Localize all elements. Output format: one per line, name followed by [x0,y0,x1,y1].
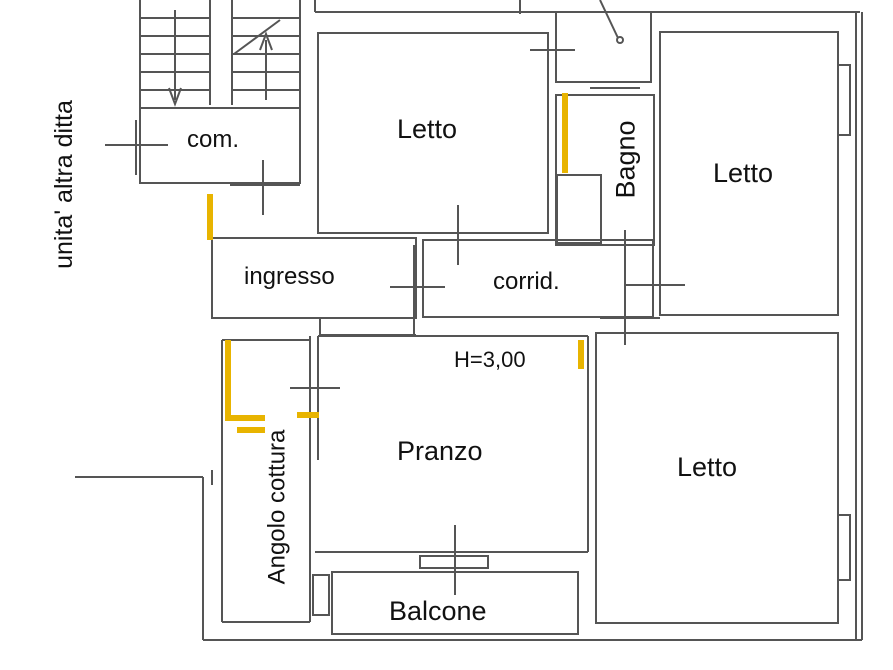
bedroom-right-bottom [595,332,839,624]
dining-label: Pranzo [397,436,483,466]
bathroom-label: Bagno [610,120,641,199]
external-unit-label: unita' altra ditta [49,100,78,269]
kitchen-label: Angolo cottura [263,429,291,585]
corridor [422,239,654,318]
highlight-marks [207,93,584,433]
staircase [139,0,301,110]
balcony [331,571,579,635]
bedroom-top-label: Letto [397,114,458,144]
bedroom-top [317,32,549,234]
entrance-label: ingresso [244,263,335,290]
bedroom-right-top [659,31,839,316]
entrance-room [211,237,417,319]
bedroom-right-bottom-label: Letto [677,452,738,482]
walls [75,0,863,641]
balcony-label: Balcone [389,596,487,626]
stair-label: com. [187,126,240,153]
corridor-label: corrid. [493,268,560,295]
bedroom-right-top-label: Letto [713,158,774,188]
ceiling-height-label: H=3,00 [454,347,526,372]
bathroom [555,94,655,246]
